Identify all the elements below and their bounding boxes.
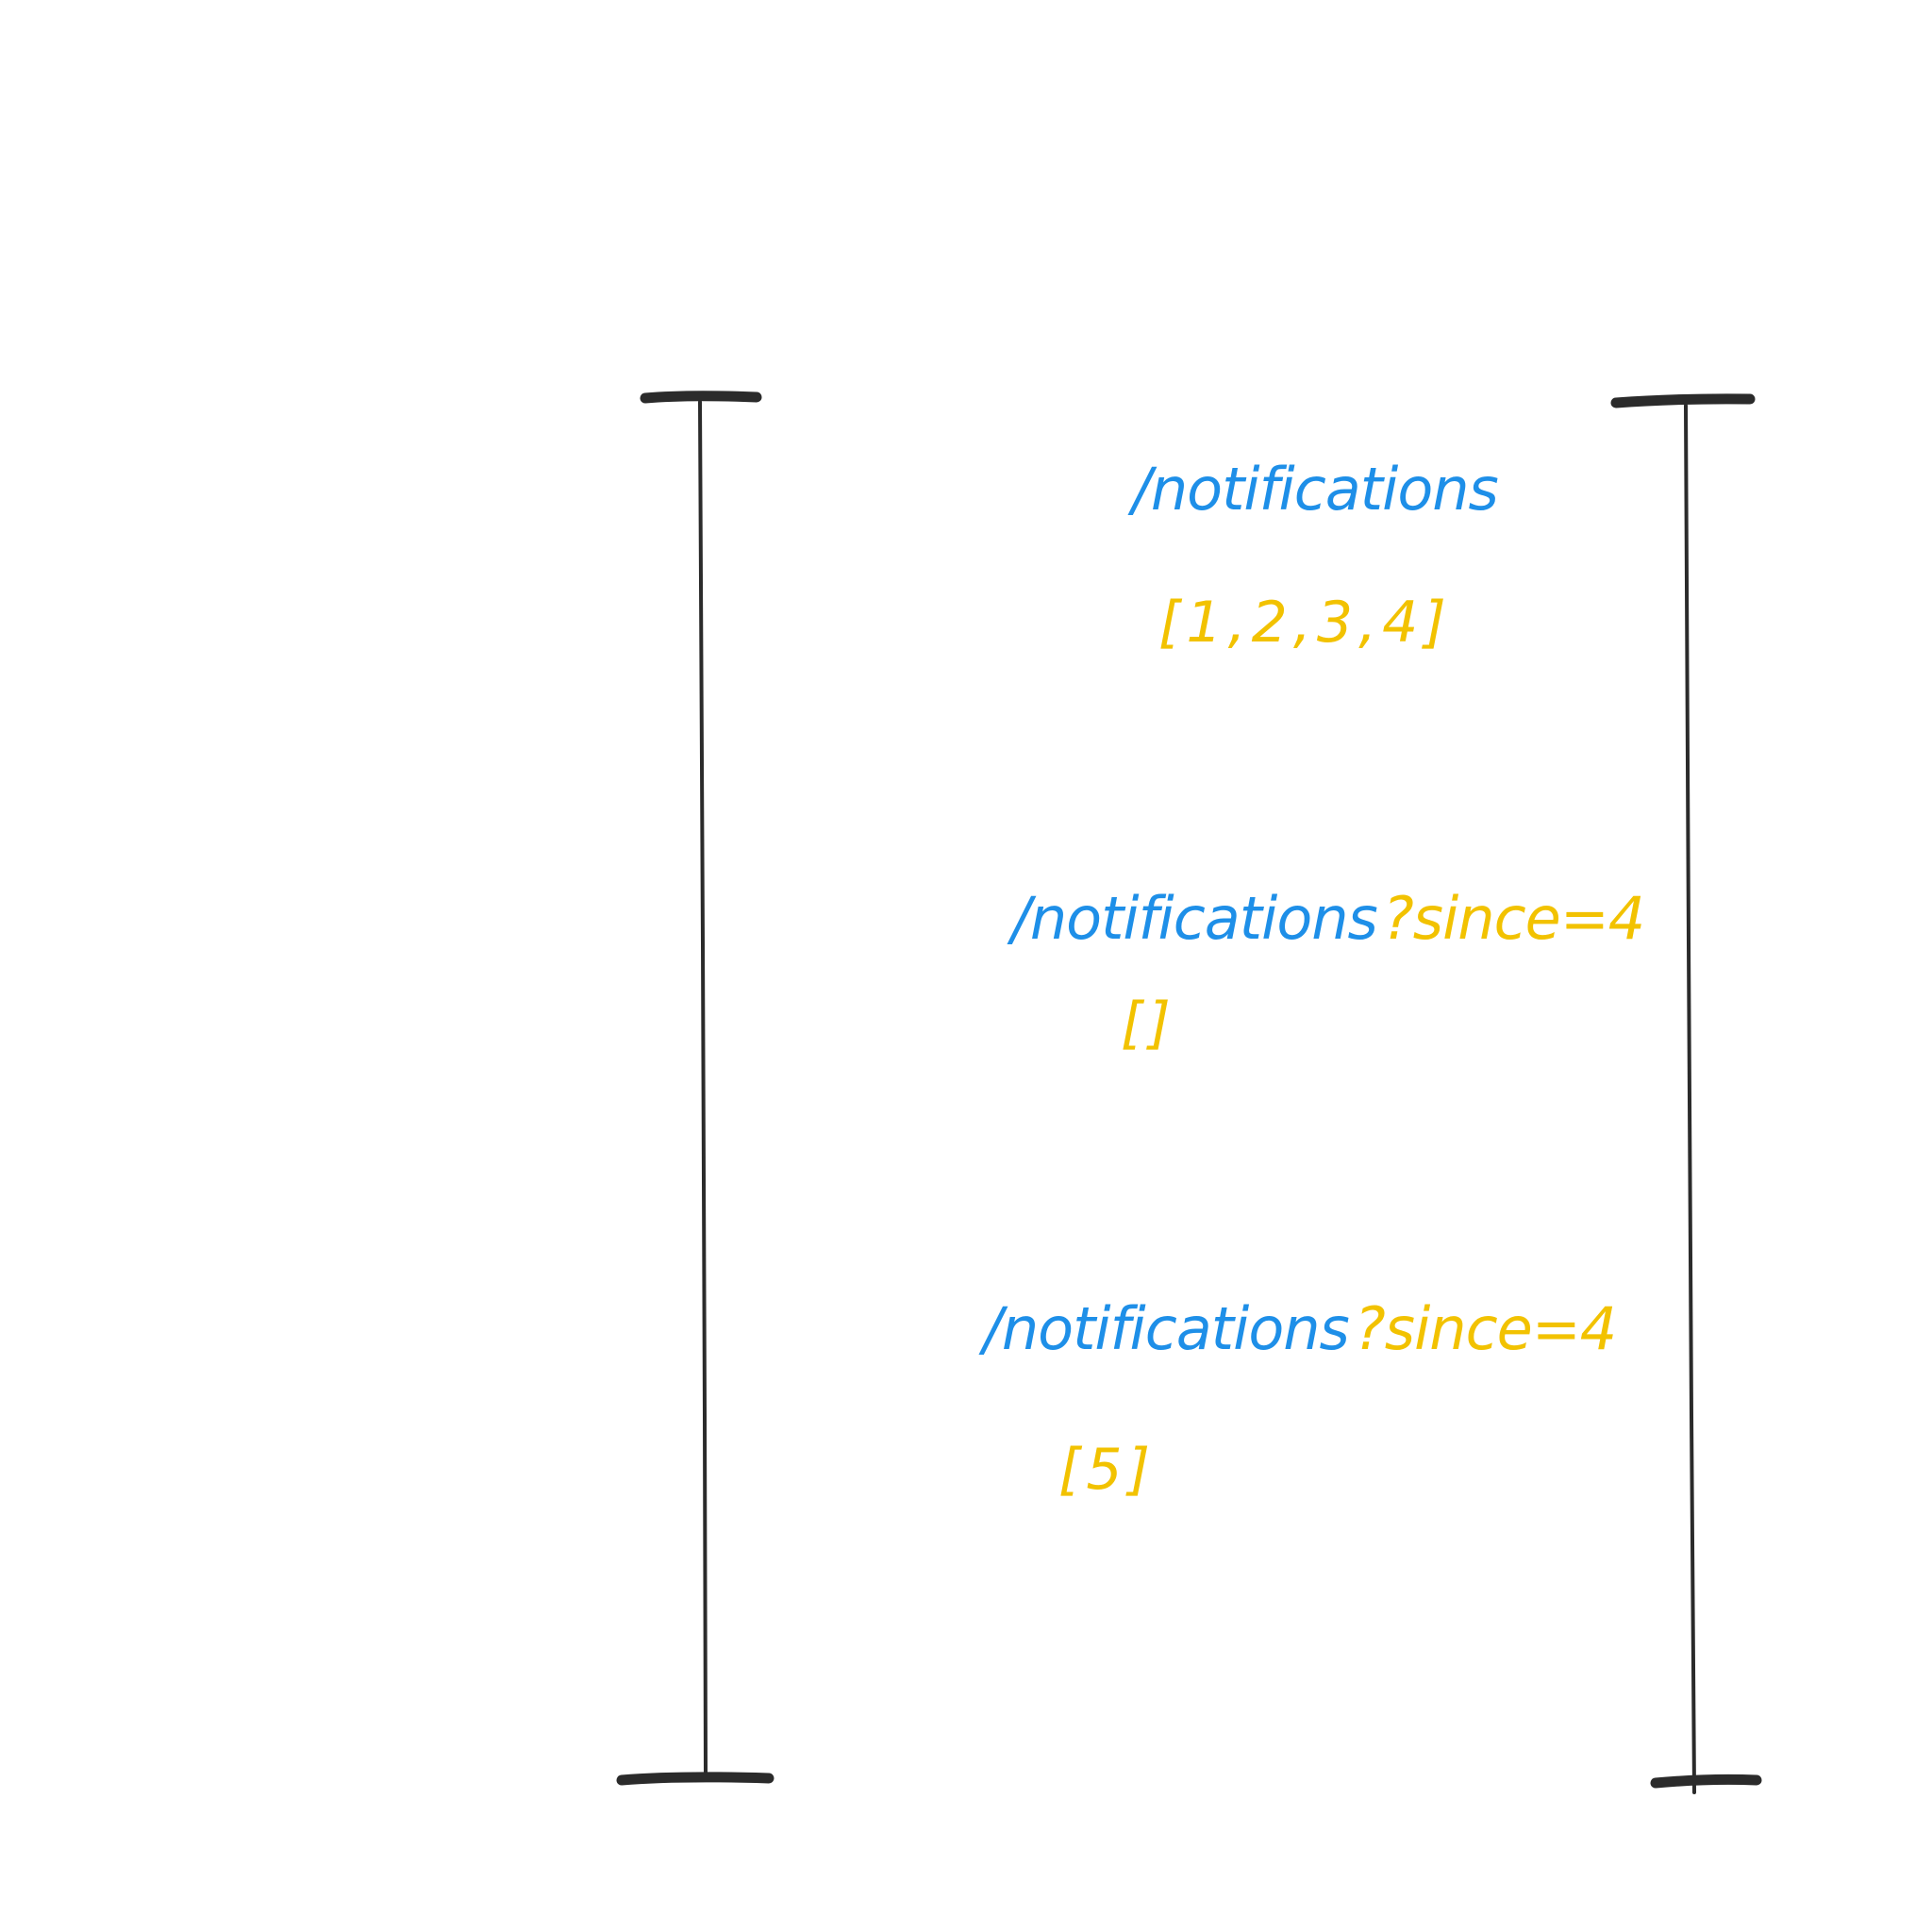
right-lifeline-top-cap	[1610, 393, 1756, 408]
request-2: /notifications?since=4	[1007, 884, 1644, 953]
left-lifeline-line	[698, 400, 708, 1775]
response-2: []	[1121, 991, 1176, 1057]
left-lifeline-top-cap	[640, 391, 762, 404]
left-lifeline	[616, 391, 774, 1786]
request-query-3: ?since=4	[1355, 1294, 1616, 1363]
right-lifeline-line	[1684, 404, 1696, 1794]
right-lifeline	[1610, 393, 1762, 1794]
request-path-3: /notifications	[978, 1294, 1349, 1363]
request-path-1: /notifications	[1127, 455, 1498, 524]
left-lifeline-bottom-cap	[616, 1772, 774, 1786]
request-3: /notifications?since=4	[978, 1294, 1616, 1363]
right-lifeline-bottom-cap	[1650, 1774, 1762, 1789]
request-path-2: /notifications	[1007, 884, 1377, 953]
response-3: [5]	[1058, 1437, 1156, 1503]
request-query-2: ?since=4	[1383, 884, 1644, 953]
response-1: [1,2,3,4]	[1158, 590, 1452, 656]
